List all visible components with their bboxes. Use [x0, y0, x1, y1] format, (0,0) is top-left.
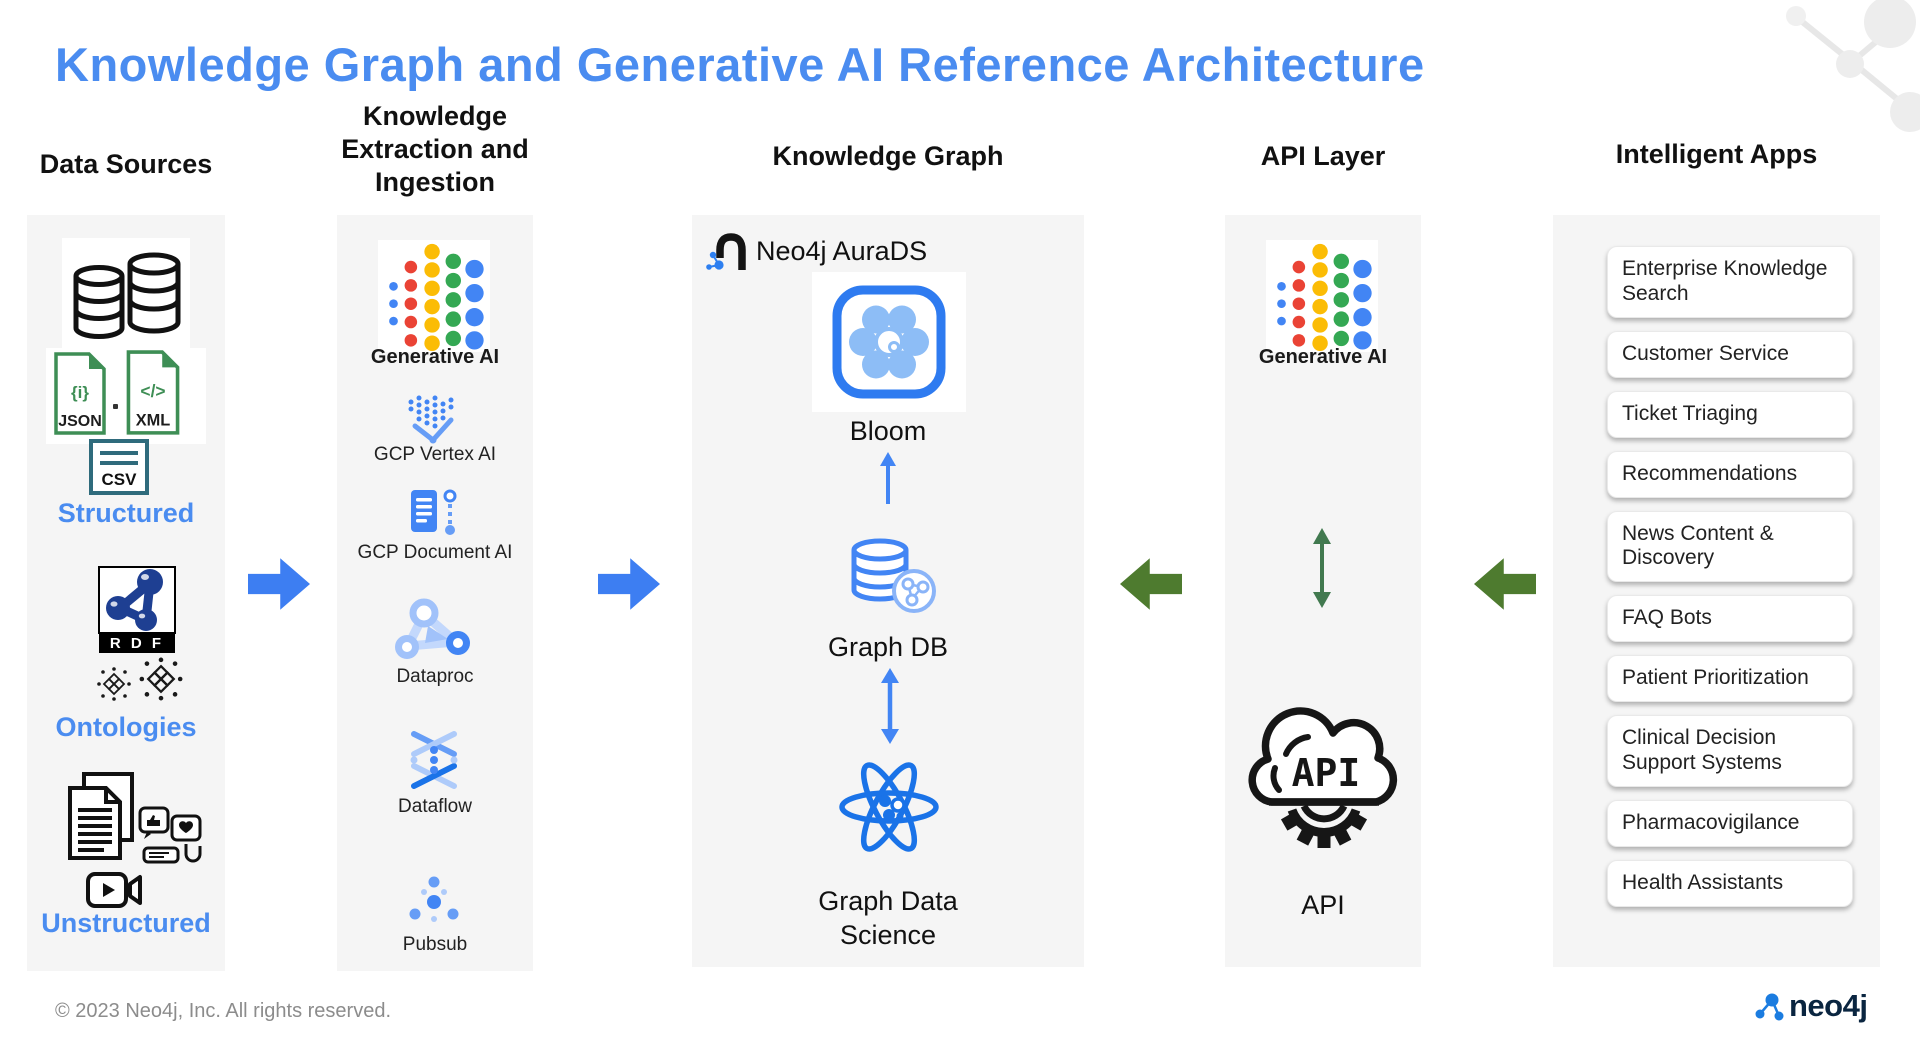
app-box: FAQ Bots [1607, 595, 1853, 643]
graph-db-icon [851, 538, 936, 613]
app-box: Health Assistants [1607, 859, 1853, 907]
generative-ai-icon [389, 243, 484, 351]
app-label: Health Assistants [1622, 870, 1784, 894]
app-box: Customer Service [1607, 330, 1853, 378]
column-header-api-layer: API Layer [1260, 141, 1386, 171]
structured-label: Structured [57, 498, 195, 528]
vertex-ai-label: GCP Vertex AI [373, 444, 497, 465]
xml-file-icon: </> XML [126, 350, 180, 435]
neo4j-aurads-icon [706, 233, 746, 270]
app-label: Pharmacovigilance [1622, 810, 1800, 834]
document-ai-icon [411, 489, 457, 535]
pubsub-icon [409, 876, 459, 922]
ontology-icon [139, 657, 183, 701]
graph-data-science-label: Graph Data Science [818, 886, 958, 950]
vertex-ai-icon [408, 395, 454, 444]
svg-text:{i}: {i} [71, 383, 89, 402]
svg-text:XML: XML [136, 412, 171, 430]
generative-ai-label: Generative AI [370, 346, 500, 368]
app-box: Patient Prioritization [1607, 655, 1853, 703]
double-arrow-blue-icon [881, 668, 899, 744]
app-box: News Content & Discovery [1607, 510, 1853, 583]
csv-file-icon: CSV [89, 439, 149, 495]
svg-text:R D F: R D F [110, 635, 164, 652]
json-file-icon: {i} JSON [54, 352, 106, 435]
dataproc-label: Dataproc [396, 666, 474, 687]
video-icon [86, 872, 142, 908]
database-icon [73, 252, 181, 339]
ontology-icon [97, 667, 131, 701]
app-label: Recommendations [1622, 461, 1798, 485]
app-label: FAQ Bots [1622, 606, 1712, 630]
api-generative-ai-label: Generative AI [1258, 346, 1388, 368]
neo4j-aurads-label: Neo4j AuraDS [756, 236, 928, 266]
graph-data-science-icon [839, 762, 939, 852]
api-cloud-icon: API [1248, 707, 1398, 848]
api-label: API [1301, 890, 1345, 920]
graph-db-label: Graph DB [827, 632, 949, 662]
app-box: Clinical Decision Support Systems [1607, 715, 1853, 787]
column-header-extraction: Knowledge Extraction and Ingestion [341, 101, 529, 197]
app-box: Ticket Triaging [1607, 390, 1853, 438]
column-header-knowledge-graph: Knowledge Graph [772, 141, 1004, 171]
app-box: Pharmacovigilance [1607, 799, 1853, 847]
flow-arrow-right-icon [598, 558, 660, 610]
bloom-label: Bloom [849, 416, 927, 446]
network-decoration [1786, 0, 1920, 132]
bloom-icon [832, 285, 946, 399]
app-box: Enterprise Knowledge Search [1607, 246, 1853, 318]
ontologies-label: Ontologies [55, 712, 197, 742]
svg-text:CSV: CSV [102, 470, 138, 489]
app-label: Enterprise Knowledge Search [1622, 257, 1828, 305]
double-arrow-green-icon [1313, 528, 1331, 608]
dataflow-label: Dataflow [398, 796, 472, 817]
app-label: Clinical Decision Support Systems [1622, 726, 1782, 774]
flow-arrow-right-icon [248, 558, 310, 610]
app-box: Recommendations [1607, 450, 1853, 498]
svg-text:API: API [1292, 751, 1361, 795]
unstructured-label: Unstructured [41, 908, 211, 938]
page-title: Knowledge Graph and Generative AI Refere… [55, 38, 1425, 92]
neo4j-logo: neo4j [1752, 988, 1868, 1024]
documents-icon [68, 772, 134, 860]
generative-ai-icon [1277, 243, 1372, 351]
rdf-logo: R D F [98, 566, 176, 653]
app-label: Customer Service [1622, 341, 1789, 365]
neo4j-logo-icon [1755, 993, 1784, 1021]
flow-arrow-left-icon [1474, 558, 1536, 610]
social-media-icon [138, 806, 202, 864]
svg-text:JSON: JSON [58, 413, 102, 430]
neo4j-wordmark: neo4j [1789, 988, 1868, 1023]
dataflow-icon [410, 731, 458, 789]
dataproc-icon [395, 598, 470, 659]
copyright-text: © 2023 Neo4j, Inc. All rights reserved. [55, 1000, 392, 1022]
column-header-intelligent-apps: Intelligent Apps [1615, 139, 1818, 169]
dot-separator [113, 404, 118, 409]
pubsub-label: Pubsub [402, 934, 468, 955]
up-arrow-icon [880, 452, 896, 504]
column-header-data-sources: Data Sources [39, 149, 213, 179]
svg-text:</>: </> [140, 381, 165, 401]
app-label: News Content & Discovery [1622, 521, 1774, 570]
app-label: Ticket Triaging [1622, 401, 1758, 425]
document-ai-label: GCP Document AI [357, 542, 513, 563]
app-label: Patient Prioritization [1622, 666, 1809, 690]
flow-arrow-left-icon [1120, 558, 1182, 610]
